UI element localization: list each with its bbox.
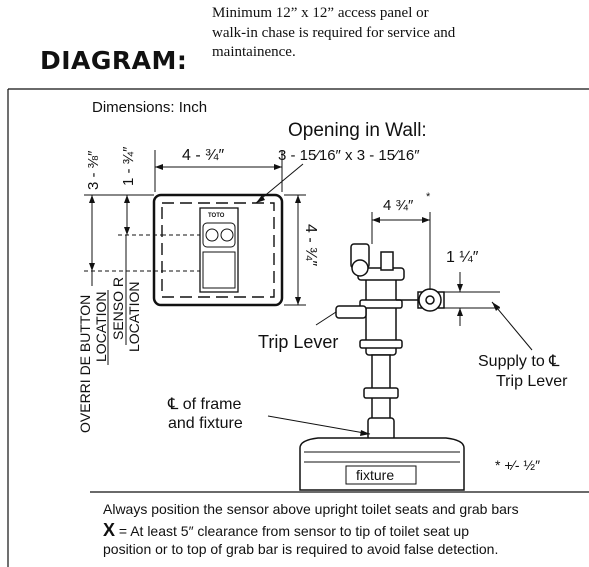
override-button-label: OVERRI DE BUTTON bbox=[77, 295, 93, 433]
offset-arrow-left bbox=[372, 217, 380, 223]
panel-outer bbox=[152, 193, 284, 307]
height-arrow-top bbox=[295, 195, 301, 203]
trip-lever-leader bbox=[315, 311, 337, 326]
fixture-bowl bbox=[299, 437, 465, 491]
clearance-x-mark: X bbox=[103, 520, 116, 540]
offset-dim-mark: * bbox=[426, 191, 431, 203]
supply-arrow-bottom bbox=[457, 308, 463, 316]
sensor-plate bbox=[199, 207, 239, 293]
note-line-2: walk-in chase is required for service an… bbox=[212, 24, 456, 41]
sensor-window bbox=[202, 222, 236, 248]
frame-label-line2: and fixture bbox=[168, 415, 243, 432]
brand-label: TOTO bbox=[208, 213, 225, 219]
units-label: Dimensions: Inch bbox=[92, 99, 207, 116]
panel-opening bbox=[161, 202, 275, 298]
width-arrow-right bbox=[274, 164, 282, 170]
dim-top-right-arrow-b bbox=[124, 227, 130, 235]
dim-top-right-label: 1 - ¾″ bbox=[120, 146, 137, 186]
supply-label-line2: Trip Lever bbox=[496, 373, 568, 390]
dim-top-left-arrow-a bbox=[89, 195, 95, 203]
opening-title: Opening in Wall: bbox=[288, 120, 427, 141]
width-arrow-left bbox=[155, 164, 163, 170]
width-dim-label: 4 - ¾″ bbox=[182, 147, 224, 164]
dim-top-left-arrow-b bbox=[89, 263, 95, 271]
opening-leader-arrow bbox=[256, 195, 265, 203]
frame-label-leader bbox=[267, 415, 371, 435]
dim-top-left-label: 3 - ⅜″ bbox=[85, 150, 102, 190]
supply-label-line1: Supply to ℄ bbox=[478, 353, 560, 370]
supply-dim-label: 1 ¼″ bbox=[446, 249, 479, 266]
tolerance-note: * +⁄- ½″ bbox=[495, 457, 540, 473]
supply-arrow-top bbox=[457, 284, 463, 292]
access-panel-note: Minimum 12” x 12” access panel or walk-i… bbox=[212, 4, 552, 63]
sensor-button-area bbox=[202, 251, 236, 289]
footer-line-2: X = At least 5″ clearance from sensor to… bbox=[103, 520, 469, 541]
dim-top-right-arrow-a bbox=[124, 195, 130, 203]
offset-dim-label: 4 ¾″ bbox=[383, 197, 414, 214]
installation-diagram: Dimensions: Inch Opening in Wall: 3 - 15… bbox=[7, 88, 589, 567]
location-label-1: LOCATION bbox=[93, 291, 109, 362]
supply-leader-arrow bbox=[492, 302, 500, 311]
footer-line-3: position or to top of grab bar is requir… bbox=[103, 541, 499, 557]
height-arrow-bottom bbox=[295, 297, 301, 305]
sensor-eye-right bbox=[220, 228, 234, 242]
supply-leader bbox=[491, 301, 533, 351]
footer-line-2-text: = At least 5″ clearance from sensor to t… bbox=[115, 523, 469, 539]
sensor-label: SENSO R bbox=[110, 277, 126, 340]
note-line-1: Minimum 12” x 12” access panel or bbox=[212, 5, 429, 21]
trip-lever-label: Trip Lever bbox=[258, 332, 338, 352]
sensor-eye-left bbox=[205, 228, 219, 242]
frame-label-arrow bbox=[360, 430, 370, 436]
offset-arrow-right bbox=[422, 217, 430, 223]
flush-valve bbox=[335, 243, 445, 441]
opening-size: 3 - 15⁄16″ x 3 - 15⁄16″ bbox=[278, 147, 420, 164]
note-line-3: maintainence. bbox=[212, 44, 296, 60]
location-label-2: LOCATION bbox=[126, 281, 142, 352]
fixture-label-box bbox=[345, 465, 417, 485]
footer-notes: Always position the sensor above upright… bbox=[0, 495, 589, 567]
opening-leader bbox=[255, 163, 304, 204]
diagram-heading: DIAGRAM: bbox=[40, 46, 188, 75]
height-dim-label: 4 - ¾″ bbox=[302, 224, 319, 266]
footer-line-1: Always position the sensor above upright… bbox=[103, 501, 519, 517]
fixture-label: fixture bbox=[356, 467, 394, 483]
frame-label-line1: ℄ of frame bbox=[167, 396, 242, 413]
